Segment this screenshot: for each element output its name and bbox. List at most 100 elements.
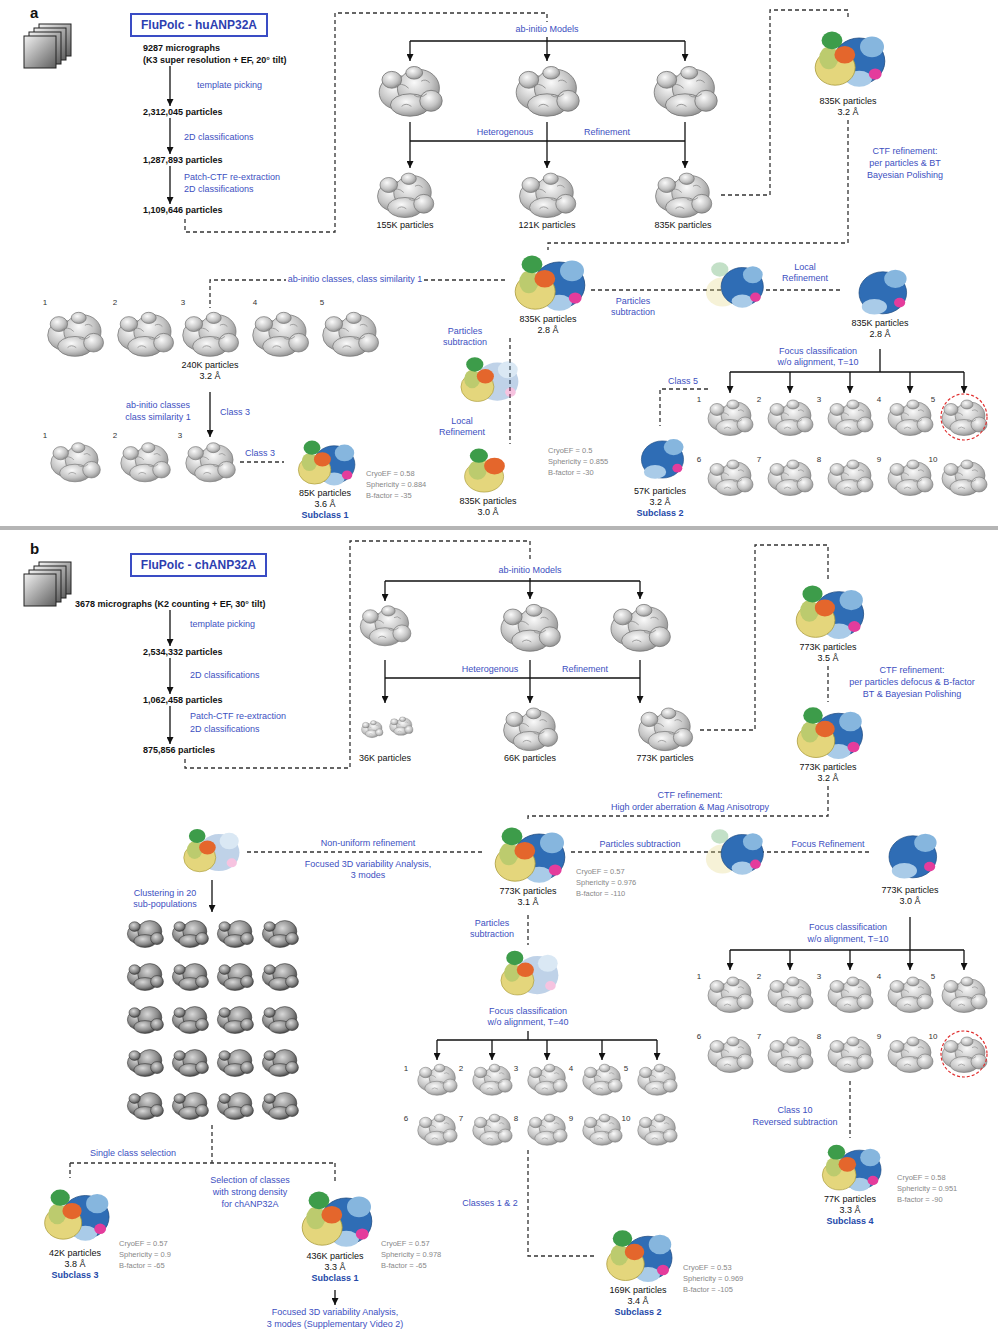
node-text: 57K particles xyxy=(629,486,691,497)
highlight-circle xyxy=(941,394,987,1077)
callout-number: 2 xyxy=(757,395,761,405)
callout-number: 4 xyxy=(253,298,257,308)
node-text: 835K particles xyxy=(648,220,718,231)
density-map xyxy=(828,1037,873,1073)
node-text: Subclass 4 xyxy=(810,1216,890,1227)
callout-number: 8 xyxy=(514,1114,518,1124)
workflow-line xyxy=(660,389,708,426)
connector xyxy=(827,666,828,702)
node-text: 835K particles xyxy=(508,314,588,325)
density-map xyxy=(768,460,813,496)
workflow-line xyxy=(334,1290,335,1305)
node-text: 3.4 Å xyxy=(601,1296,676,1307)
density-map xyxy=(186,443,236,482)
stat-note: Sphericity = 0.976 xyxy=(576,877,636,888)
step-label: Selection of classes xyxy=(210,1175,290,1186)
step-label: 2D classifications xyxy=(190,724,260,735)
edge-label: Particles subtraction xyxy=(436,326,494,348)
workflow-line xyxy=(385,677,640,678)
density-map xyxy=(253,312,309,356)
highlight-circle xyxy=(941,1031,987,1077)
workflow-line xyxy=(385,578,640,581)
step-label: per particles & BT xyxy=(869,158,941,169)
density-map: 240K particles3.2 Å xyxy=(176,308,244,384)
workflow-line xyxy=(527,915,528,945)
cluster-grid xyxy=(217,1007,253,1034)
workflow-line xyxy=(209,392,210,437)
node-text: 773K particles xyxy=(875,885,945,896)
workflow-line xyxy=(211,880,212,912)
density-map xyxy=(298,441,355,486)
connector xyxy=(169,166,170,204)
edge-label: 2D classifications xyxy=(184,132,254,143)
density-map: 835K particles2.8 Å xyxy=(842,262,918,342)
node-text: 3.2 Å xyxy=(179,371,241,382)
step-label: 2D classifications xyxy=(184,184,254,195)
step-label: w/o alignment, T=40 xyxy=(487,1017,568,1028)
step-label: Focus classification xyxy=(779,346,857,357)
step-label: Heterogenous xyxy=(462,664,519,675)
density-map xyxy=(390,717,413,735)
workflow-line xyxy=(729,372,730,393)
edge-label: 2D classifications xyxy=(190,670,260,681)
callout-number: 1 xyxy=(404,1064,408,1074)
density-map xyxy=(942,1037,987,1073)
workflow-line xyxy=(546,1040,547,1060)
callout-number: 8 xyxy=(817,1032,821,1042)
edge-label: Patch-CTF re-extraction xyxy=(184,172,280,183)
density-map xyxy=(768,400,813,436)
step-label: with strong density xyxy=(213,1187,288,1198)
cluster-grid xyxy=(262,964,298,991)
workflow-line xyxy=(684,41,685,61)
connector xyxy=(700,545,828,730)
step-label: ab-initio classes xyxy=(126,400,190,411)
cluster-grid xyxy=(127,1007,163,1034)
step-label: Reversed subtraction xyxy=(752,1117,837,1128)
callout-number: 9 xyxy=(877,1032,881,1042)
node-text: 3.0 Å xyxy=(875,896,945,907)
edge-label: template picking xyxy=(190,619,255,630)
step-label: Refinement xyxy=(584,127,630,138)
density-map xyxy=(708,400,753,436)
step-label: Local Refinement xyxy=(435,416,490,438)
node-text: Subclass 3 xyxy=(38,1270,112,1281)
node-text: 36K particles xyxy=(358,753,412,764)
density-map: 773K particles3.0 Å xyxy=(872,823,948,909)
title-box: FluPolc - chANP32A xyxy=(130,553,267,577)
callout-number: 4 xyxy=(877,395,881,405)
density-map xyxy=(379,67,442,117)
density-map xyxy=(504,708,558,751)
callout-number: 6 xyxy=(404,1114,408,1124)
node-text: 77K particles xyxy=(810,1194,890,1205)
connector xyxy=(548,120,848,250)
cluster-grid xyxy=(217,1093,253,1120)
node-text: 3.1 Å xyxy=(488,897,568,908)
connector xyxy=(169,658,170,694)
density-map xyxy=(528,1064,567,1095)
edge-label: CTF refinement: xyxy=(657,790,722,801)
callout-number: 1 xyxy=(697,972,701,982)
density-map xyxy=(828,460,873,496)
density-map xyxy=(183,312,239,356)
node-text: Subclass 1 xyxy=(295,1273,375,1284)
density-map xyxy=(708,977,753,1013)
edge-label: ab-initio classes, class similarity 1 xyxy=(286,274,425,285)
node-text: 240K particles xyxy=(179,360,241,371)
step-label: Class 3 xyxy=(220,407,250,418)
density-map xyxy=(121,443,171,482)
density-map xyxy=(45,1190,109,1241)
density-map: 42K particles3.8 ÅSubclass 3 xyxy=(35,1180,115,1283)
node-text: 2,534,332 particles xyxy=(143,646,223,658)
density-map: 169K particles3.4 ÅSubclass 2 xyxy=(598,1225,679,1320)
density-map xyxy=(888,460,933,496)
node-text: 773K particles xyxy=(488,886,568,897)
cluster-grid xyxy=(262,1007,298,1034)
step-label: class similarity 1 xyxy=(125,412,191,423)
workflow-line xyxy=(729,950,730,970)
stat-note: Sphericity = 0.969 xyxy=(683,1273,743,1284)
workflow-line xyxy=(409,41,410,61)
step-text: 875,856 particles xyxy=(143,744,215,756)
density-map xyxy=(656,173,712,217)
edge-label: Particles subtraction xyxy=(604,296,662,318)
cluster-grid xyxy=(127,964,163,991)
